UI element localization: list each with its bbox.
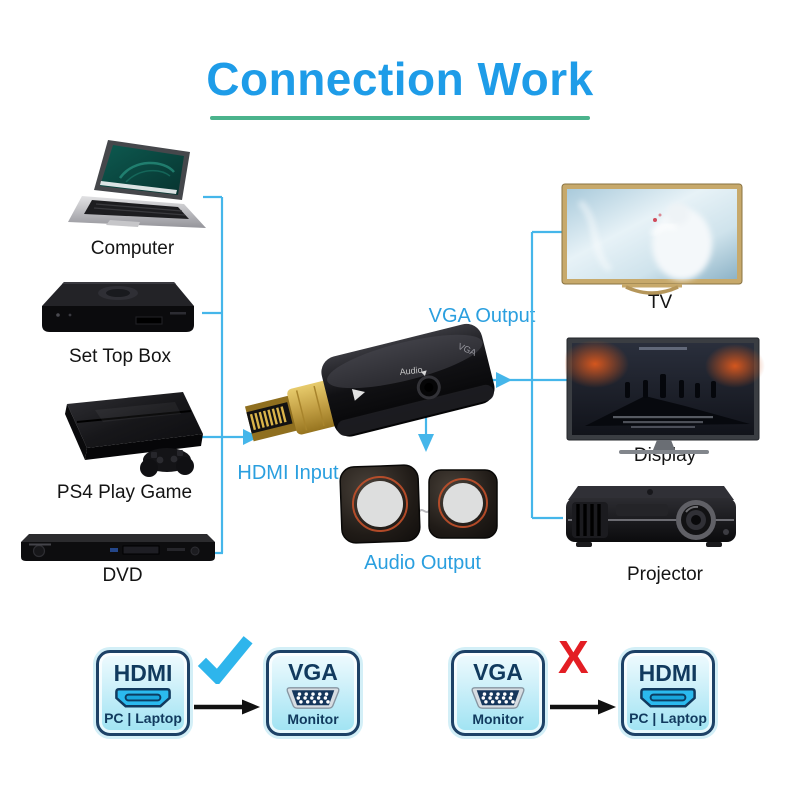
fails-arrow-icon <box>550 699 616 715</box>
projector-image <box>566 486 736 547</box>
vga-port-icon <box>471 686 525 709</box>
label-tv: TV <box>647 292 673 313</box>
badge-sub-hdmi2: PC | Laptop <box>629 709 707 726</box>
adapter-triangle-mark <box>351 389 366 401</box>
hdmi-port-icon <box>115 687 171 707</box>
page-title: Connection Work <box>206 53 594 105</box>
set-top-box-image <box>42 282 194 332</box>
adapter-emboss-audio: Audio <box>399 365 423 377</box>
label-dvd: DVD <box>102 565 143 586</box>
badge-title-hdmi2: HDMI <box>638 659 698 686</box>
badge-sub-vga2: Monitor <box>472 710 524 727</box>
label-projector: Projector <box>626 564 704 585</box>
computer-laptop-image <box>68 140 206 228</box>
badge-title-hdmi: HDMI <box>113 659 173 686</box>
title-underline <box>210 116 590 120</box>
hdmi-port-icon <box>640 687 696 707</box>
label-set-top-box: Set Top Box <box>68 346 172 367</box>
badge-sub-vga: Monitor <box>287 710 339 727</box>
speakers-image <box>339 464 498 544</box>
ps4-controller <box>140 448 194 477</box>
ps4-console-image <box>65 392 203 477</box>
vga-target-badge: VGA Monitor <box>266 650 360 736</box>
label-computer: Computer <box>90 238 175 259</box>
vga-source-badge: VGA Monitor <box>451 650 545 736</box>
label-hdmi-input: HDMI Input <box>237 462 339 484</box>
label-ps4: PS4 Play Game <box>56 482 193 503</box>
hdmi-source-badge: HDMI PC | Laptop <box>96 650 190 736</box>
hdmi-target-badge: HDMI PC | Laptop <box>621 650 715 736</box>
tv-image <box>561 183 743 295</box>
display-monitor-image <box>565 337 765 454</box>
x-mark: X <box>558 631 589 683</box>
check-icon <box>197 636 253 684</box>
works-arrow-icon <box>194 699 260 715</box>
badge-sub-hdmi: PC | Laptop <box>104 709 182 726</box>
badge-title-vga2: VGA <box>473 658 523 685</box>
label-audio-output: Audio Output <box>364 552 481 574</box>
badge-title-vga: VGA <box>288 658 338 685</box>
dvd-player-image <box>21 534 215 561</box>
vga-port-icon <box>286 686 340 709</box>
